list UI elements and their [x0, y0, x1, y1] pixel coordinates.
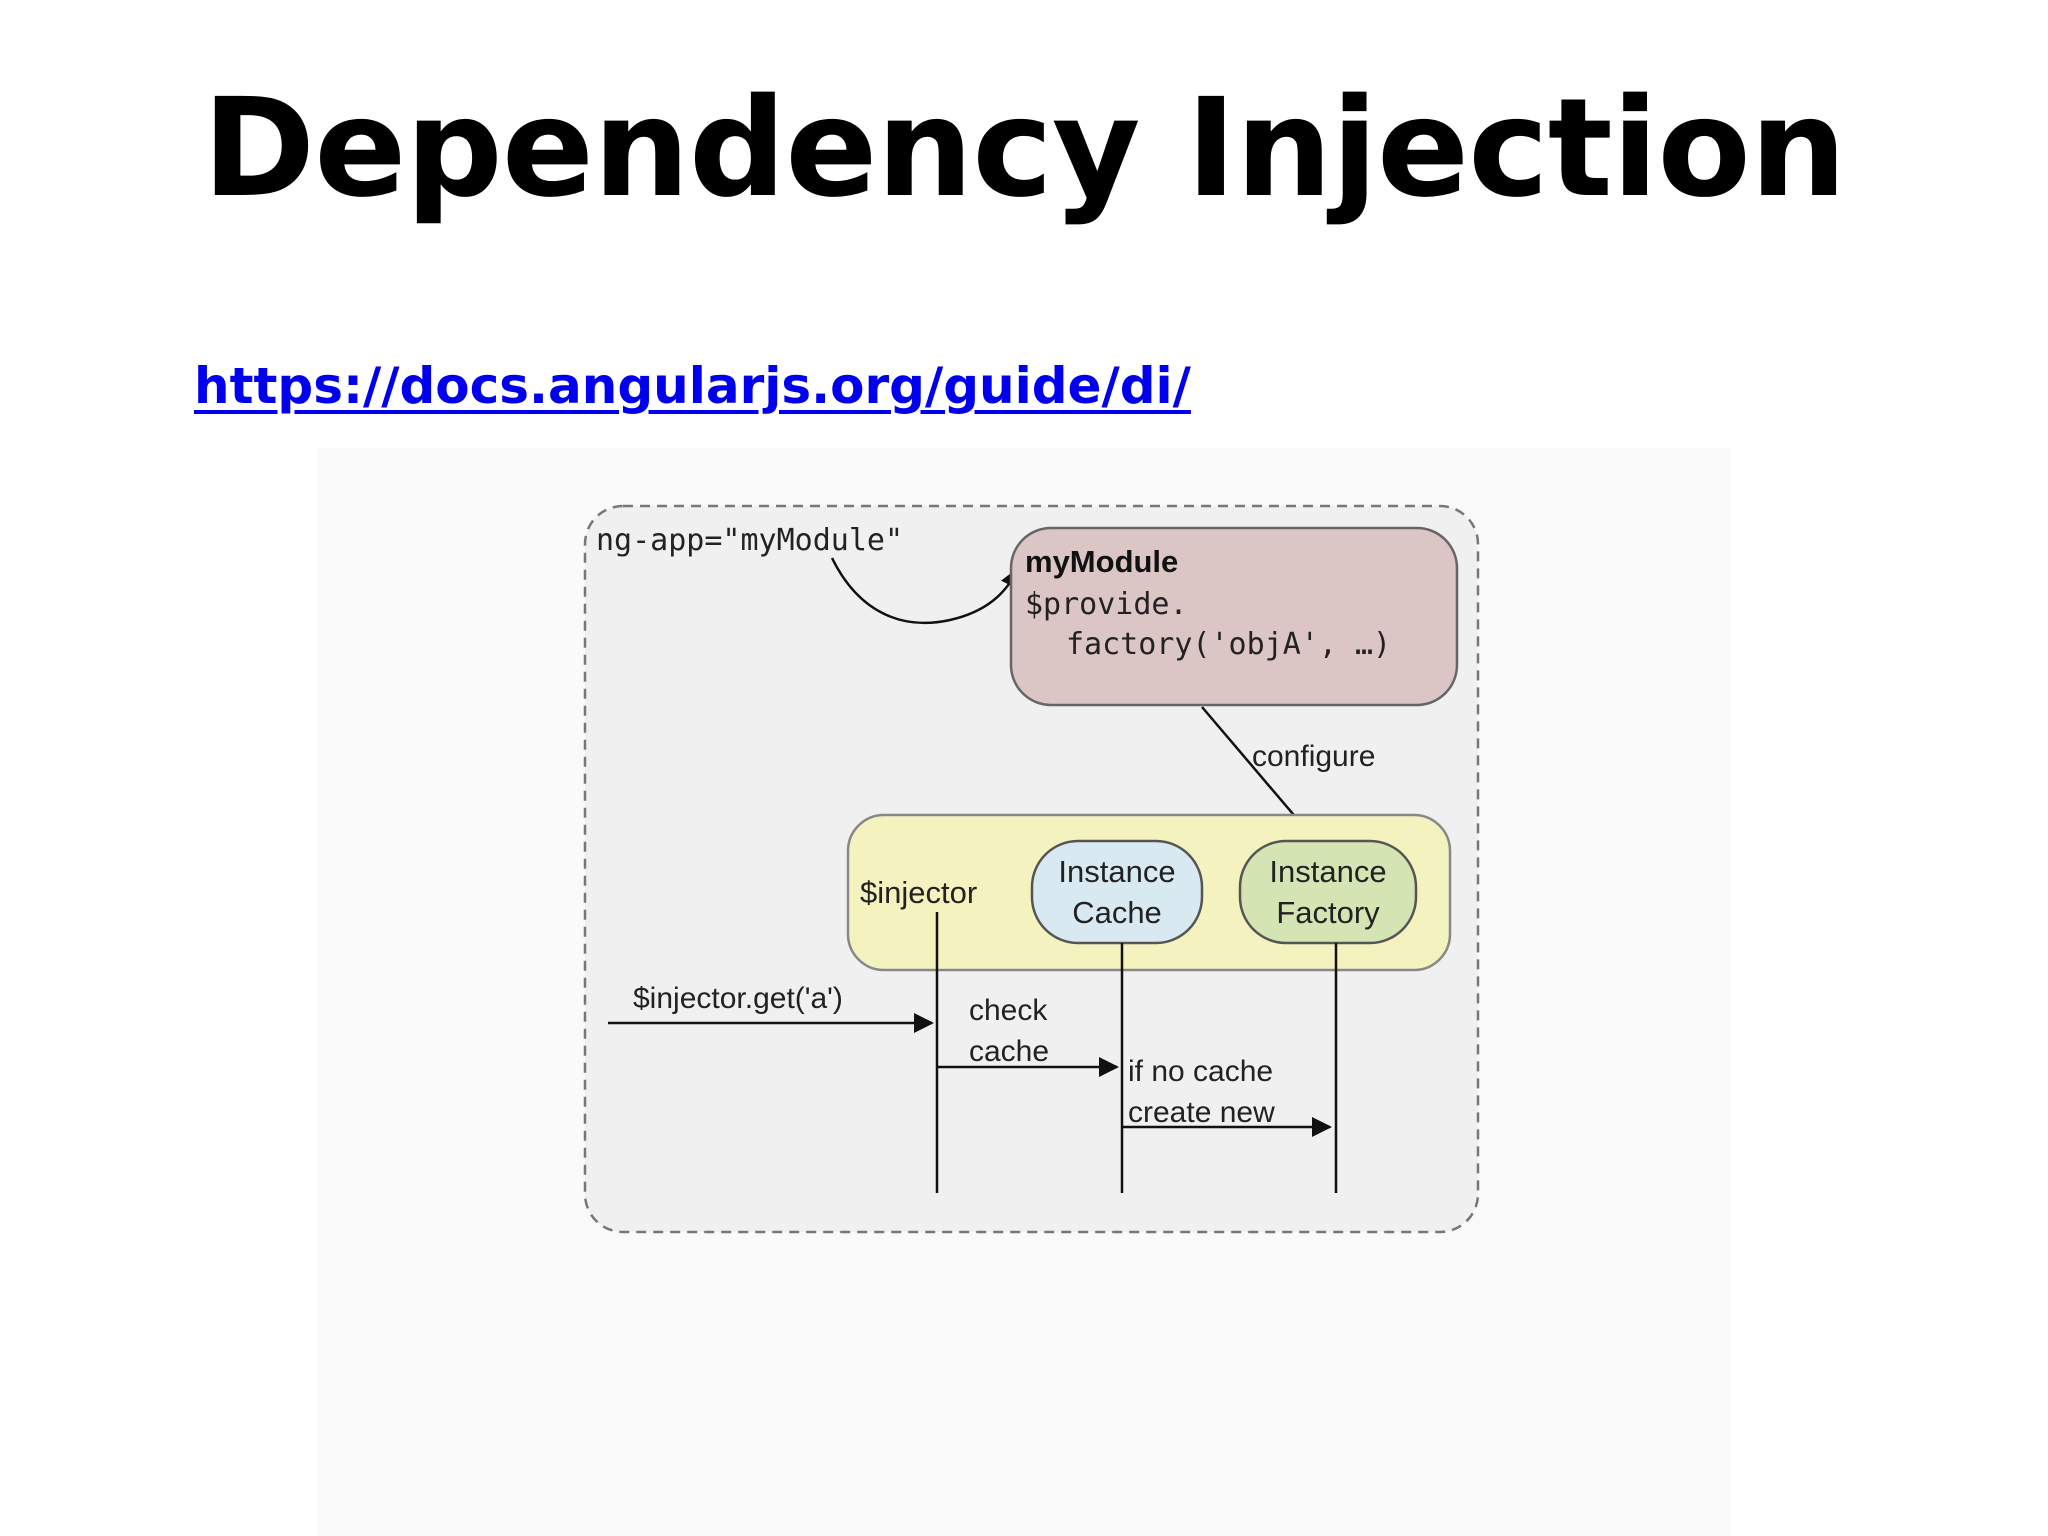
configure-label: configure: [1252, 740, 1375, 773]
instance-factory-box: [1238, 839, 1418, 945]
get-call-label: $injector.get('a'): [633, 982, 843, 1015]
no-cache-line1: if no cache: [1128, 1055, 1273, 1088]
my-module-provide-line: $provide.: [1025, 587, 1188, 622]
instance-factory-line2: Factory: [1276, 895, 1380, 930]
ng-app-arrow: [830, 557, 1020, 625]
configure-arrow: [1201, 706, 1312, 836]
ng-app-label: ng-app="myModule": [596, 523, 903, 558]
slide-title: Dependency Injection: [202, 70, 1846, 228]
instance-cache-line1: Instance: [1058, 854, 1175, 889]
check-cache-line1: check: [969, 994, 1048, 1027]
instance-cache-box: [1030, 839, 1204, 945]
instance-factory-line1: Instance: [1269, 854, 1386, 889]
docs-link[interactable]: https://docs.angularjs.org/guide/di/: [194, 357, 1191, 415]
no-cache-line2: create new: [1128, 1096, 1275, 1129]
my-module-box: [1009, 526, 1459, 707]
my-module-factory-line: factory('objA', …): [1066, 627, 1391, 662]
check-cache-line2: cache: [969, 1035, 1049, 1068]
my-module-title: myModule: [1025, 544, 1178, 579]
instance-cache-line2: Cache: [1072, 895, 1162, 930]
injector-label: $injector: [860, 875, 977, 910]
